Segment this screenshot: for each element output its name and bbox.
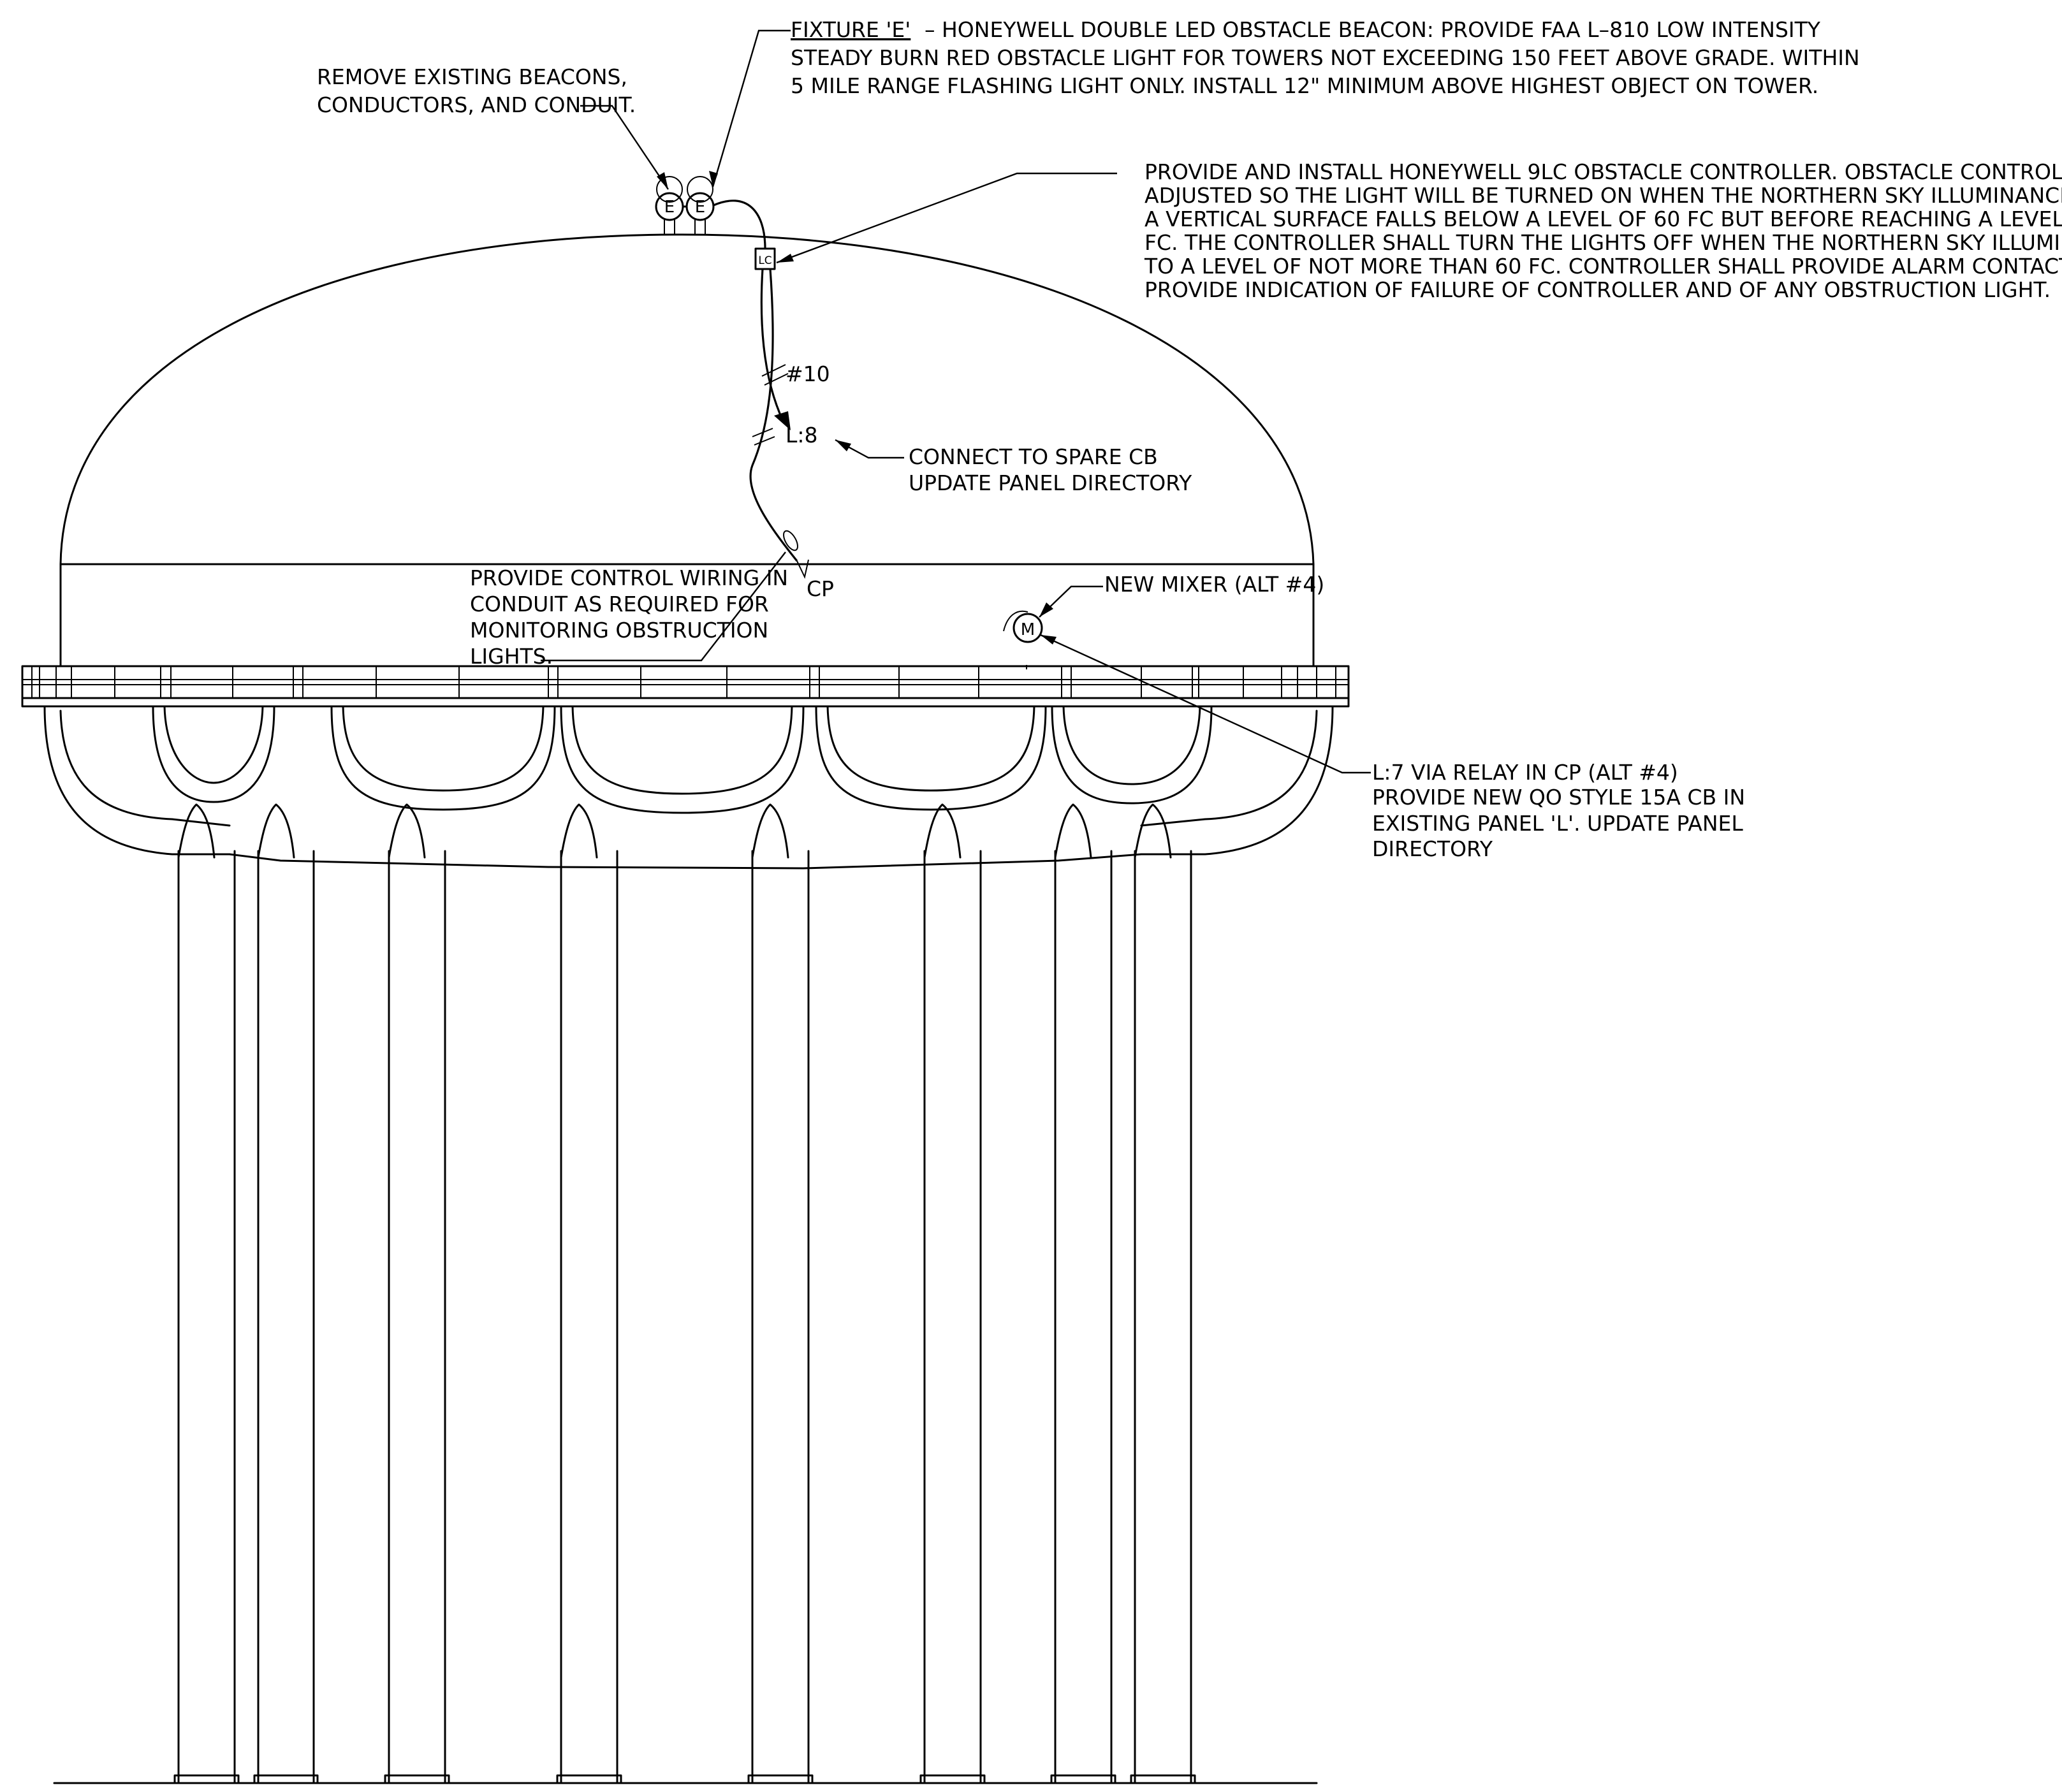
controller-line4: FC. THE CONTROLLER SHALL TURN THE LIGHTS… (1144, 230, 2062, 255)
control-wiring-line1: PROVIDE CONTROL WIRING IN (470, 565, 788, 590)
remove-line2: CONDUCTORS, AND CONDUIT. (317, 92, 636, 117)
bowl-scallop (330, 705, 556, 811)
tower-column (556, 803, 622, 1784)
water-tower (21, 233, 1350, 1784)
leader-lines (541, 29, 1371, 774)
tower-column (173, 803, 240, 1784)
bowl-scallop (1051, 705, 1213, 805)
balcony-rail (21, 665, 1350, 708)
motor-letter: M (1021, 620, 1035, 639)
wire-size-label: #10 (786, 361, 830, 386)
tower-column (1130, 803, 1196, 1784)
spare-cb-note: CONNECT TO SPARE CB UPDATE PANEL DIRECTO… (909, 444, 1192, 495)
beacon-fixture-e-right: E (685, 176, 715, 235)
beacon-to-controller-wire (713, 200, 766, 249)
tank-dome (59, 233, 1315, 565)
relay-line2: PROVIDE NEW QO STYLE 15A CB IN (1372, 785, 1745, 810)
fixture-e-note: FIXTURE 'E' – HONEYWELL DOUBLE LED OBSTA… (791, 17, 1860, 98)
control-wiring-line2: CONDUIT AS REQUIRED FOR (470, 592, 769, 616)
tower-column (747, 803, 814, 1784)
tower-column (919, 803, 986, 1784)
controller-line6: PROVIDE INDICATION OF FAILURE OF CONTROL… (1144, 277, 2051, 302)
mixer-note: NEW MIXER (ALT #4) (1104, 572, 1324, 597)
bowl-scallop (815, 705, 1047, 811)
control-wiring-line4: LIGHTS. (470, 644, 553, 669)
relay-line1: L:7 VIA RELAY IN CP (ALT #4) (1372, 760, 1678, 785)
tower-column (384, 803, 450, 1784)
control-wiring-note: PROVIDE CONTROL WIRING IN CONDUIT AS REQ… (470, 565, 788, 669)
fixture-e-line3: 5 MILE RANGE FLASHING LIGHT ONLY. INSTAL… (791, 73, 1818, 98)
tank-bowl (43, 705, 1334, 870)
homerun-to-l8 (760, 268, 784, 421)
circuit-l8-label: L:8 (786, 423, 818, 448)
controller-line5: TO A LEVEL OF NOT MORE THAN 60 FC. CONTR… (1144, 254, 2062, 279)
spare-cb-line2: UPDATE PANEL DIRECTORY (909, 470, 1192, 495)
lighting-controller-lc: LC (754, 247, 776, 270)
tower-columns (173, 803, 1196, 1784)
remove-line1: REMOVE EXISTING BEACONS, (317, 64, 627, 89)
homerun-l8-arrow (774, 411, 791, 430)
cp-arrow (796, 559, 809, 579)
controller-line2: ADJUSTED SO THE LIGHT WILL BE TURNED ON … (1144, 183, 2062, 208)
relay-line3: EXISTING PANEL 'L'. UPDATE PANEL (1372, 811, 1743, 836)
tower-column (1050, 803, 1116, 1784)
beacon-fixture-e-left: E (655, 176, 684, 235)
fixture-e-title: FIXTURE 'E' (791, 17, 910, 42)
fixture-e-line1: – HONEYWELL DOUBLE LED OBSTACLE BEACON: … (925, 17, 1821, 42)
bowl-scallop (560, 705, 805, 814)
remove-existing-note: REMOVE EXISTING BEACONS, CONDUCTORS, AND… (317, 64, 636, 117)
mixer-motor-m: M (1003, 610, 1043, 669)
relay-line4: DIRECTORY (1372, 836, 1493, 861)
controller-line1: PROVIDE AND INSTALL HONEYWELL 9LC OBSTAC… (1144, 159, 2062, 184)
cp-label: CP (807, 576, 834, 601)
control-wiring-line3: MONITORING OBSTRUCTION (470, 618, 768, 643)
relay-note: L:7 VIA RELAY IN CP (ALT #4) PROVIDE NEW… (1372, 760, 1745, 861)
beacon-letter-right: E (695, 198, 705, 217)
controller-note: PROVIDE AND INSTALL HONEYWELL 9LC OBSTAC… (1144, 159, 2062, 302)
conduit-to-cp (749, 268, 798, 562)
spare-cb-line1: CONNECT TO SPARE CB (909, 444, 1158, 469)
tower-column (253, 803, 319, 1784)
controller-label: LC (758, 254, 771, 267)
controller-line3: A VERTICAL SURFACE FALLS BELOW A LEVEL O… (1144, 207, 2062, 231)
beacon-letter-left: E (664, 198, 675, 217)
bowl-scallop (152, 705, 275, 803)
fixture-e-line2: STEADY BURN RED OBSTACLE LIGHT FOR TOWER… (791, 45, 1860, 70)
tank-cylinder (59, 563, 1315, 667)
